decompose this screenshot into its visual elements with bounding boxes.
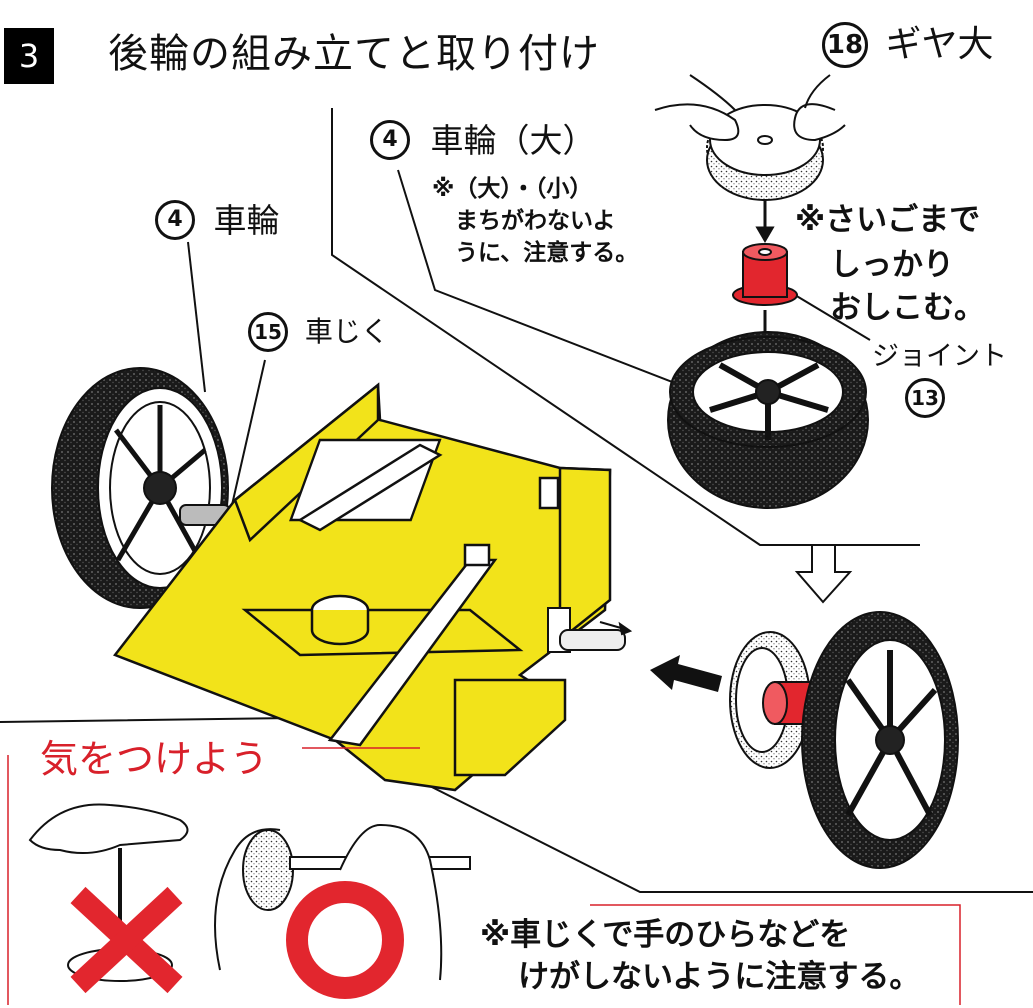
wrong-mark [70,886,183,994]
assembly-arrow [650,655,722,692]
wheel-big-text: 車輪（大） [430,120,596,160]
bottom-right-wheel [801,611,959,869]
push-note-line-2: しっかり [830,247,954,283]
axle-label: 15 車じく [248,312,389,352]
wheel-text: 車輪 [213,200,280,240]
caution-note-line-1: ※車じくで手のひらなどを [480,917,851,953]
joint [732,243,798,306]
caution-title: 気をつけよう [40,737,269,781]
wheel-note-line-2: まちがわないよ [455,208,616,234]
left-wheel [51,367,229,609]
small-arrow [599,621,633,636]
chassis [112,382,612,792]
right-axle [547,607,626,653]
caution-right-illustration [214,823,471,981]
wheel-note-line-1: ※（大）・（小） [432,176,593,202]
down-arrow [794,544,853,604]
push-note-line-3: おしこむ。 [830,290,985,326]
big-gear [654,74,846,201]
step-number-badge: 3 [4,28,54,84]
gear-big-label: 18 ギヤ大 [822,22,993,68]
axle-number: 15 [248,312,288,352]
gear-big-text: ギヤ大 [885,24,994,65]
joint-number: 13 [905,378,945,418]
wheel-number: 4 [155,200,195,240]
joint-number-wrap: 13 [905,378,945,418]
gear-arrow [755,200,775,243]
wheel-big-number: 4 [370,120,410,160]
wheel-label: 4 車輪 [155,200,280,240]
top-right-wheel [667,331,869,509]
push-note-line-1: ※さいごまで [795,202,981,238]
caution-note-line-2: けがしないように注意する。 [518,959,921,995]
axle-text: 車じく [304,315,389,348]
wheel-note-line-3: うに、注意する。 [455,240,639,266]
joint-text: ジョイント [872,341,1007,372]
step-title: 後輪の組み立てと取り付け [108,31,600,77]
caution-frame [7,747,961,1005]
step-number: 3 [18,37,40,75]
wheel-big-label: 4 車輪（大） [370,120,596,160]
leader-lines [0,108,1033,893]
right-mark [286,881,404,999]
gear-big-number: 18 [822,22,868,68]
